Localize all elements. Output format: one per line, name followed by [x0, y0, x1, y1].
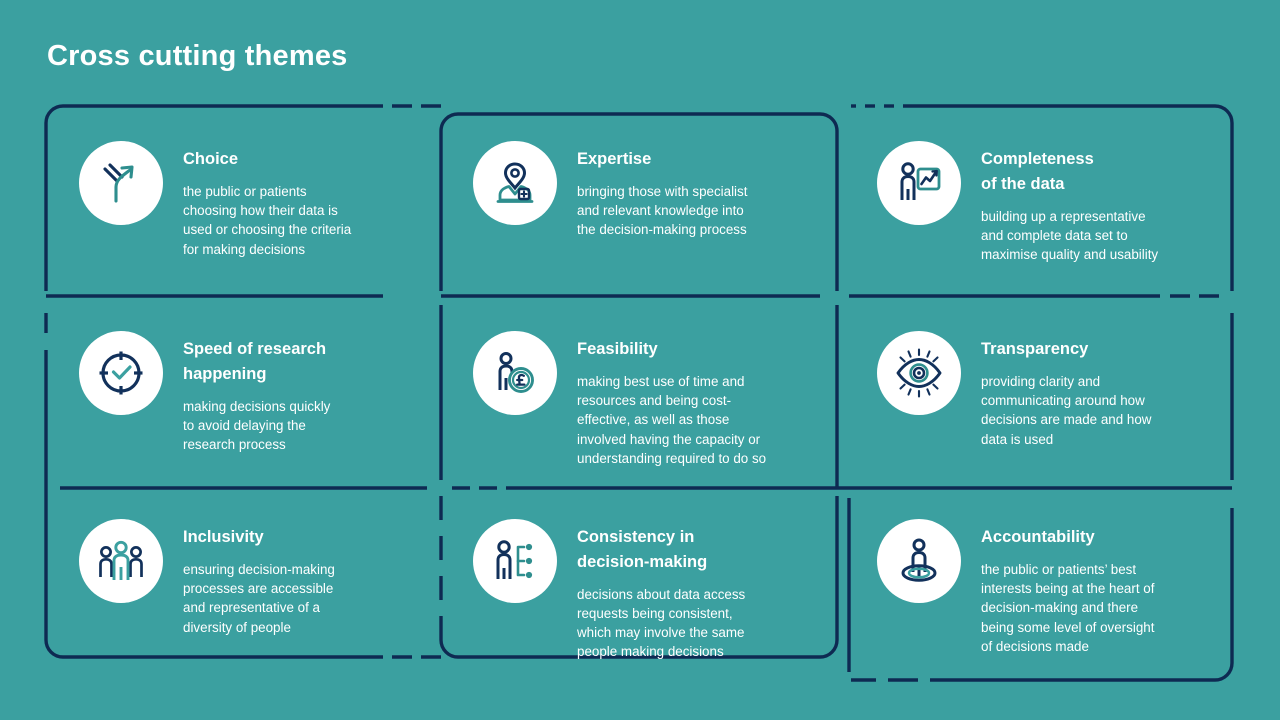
theme-cell-completeness[interactable]: Completeness of the data building up a r… [877, 141, 1207, 264]
theme-cell-accountability[interactable]: Accountability the public or patients’ b… [877, 519, 1212, 656]
theme-cell-feasibility[interactable]: Feasibility making best use of time and … [473, 331, 818, 468]
theme-text-choice: Choice the public or patients choosing h… [183, 141, 351, 259]
theme-title: Transparency [981, 340, 1089, 358]
theme-text-accountability: Accountability the public or patients’ b… [981, 519, 1154, 656]
theme-cell-choice[interactable]: Choice the public or patients choosing h… [79, 141, 409, 259]
theme-title: Accountability [981, 528, 1095, 546]
theme-description: making best use of time and resources an… [577, 373, 767, 466]
person-with-pound-coin-icon [473, 331, 557, 415]
medical-specialist-icon [473, 141, 557, 225]
theme-title: Completeness of the data [981, 150, 1094, 193]
theme-title: Expertise [577, 150, 652, 168]
theme-title: Speed of research happening [183, 340, 327, 383]
theme-text-completeness: Completeness of the data building up a r… [981, 141, 1158, 264]
person-with-chart-icon [877, 141, 961, 225]
theme-description: building up a representative and complet… [981, 208, 1159, 263]
person-on-ripples-icon [877, 519, 961, 603]
theme-text-expertise: Expertise bringing those with specialist… [577, 141, 747, 240]
theme-description: the public or patients choosing how thei… [183, 183, 352, 257]
theme-cell-speed-of-research[interactable]: Speed of research happening making decis… [79, 331, 409, 454]
page-title: Cross cutting themes [47, 40, 348, 72]
clock-icon [79, 331, 163, 415]
theme-text-feasibility: Feasibility making best use of time and … [577, 331, 766, 468]
theme-text-transparency: Transparency providing clarity and commu… [981, 331, 1151, 449]
theme-title: Consistency in decision-making [577, 528, 708, 571]
theme-title: Choice [183, 150, 239, 168]
theme-title: Inclusivity [183, 528, 264, 546]
theme-description: providing clarity and communicating arou… [981, 373, 1152, 447]
branching-arrow-icon [79, 141, 163, 225]
theme-text-consistency: Consistency in decision-making decisions… [577, 519, 745, 662]
group-of-people-icon [79, 519, 163, 603]
person-with-flowchart-icon [473, 519, 557, 603]
theme-description: bringing those with specialist and relev… [577, 183, 748, 238]
eye-icon [877, 331, 961, 415]
theme-description: ensuring decision-making processes are a… [183, 561, 335, 635]
theme-cell-expertise[interactable]: Expertise bringing those with specialist… [473, 141, 813, 240]
theme-text-speed-of-research: Speed of research happening making decis… [183, 331, 330, 454]
theme-title: Feasibility [577, 340, 658, 358]
theme-cell-inclusivity[interactable]: Inclusivity ensuring decision-making pro… [79, 519, 409, 637]
theme-text-inclusivity: Inclusivity ensuring decision-making pro… [183, 519, 335, 637]
theme-description: decisions about data access requests bei… [577, 586, 746, 660]
theme-cell-transparency[interactable]: Transparency providing clarity and commu… [877, 331, 1207, 449]
theme-description: making decisions quickly to avoid delayi… [183, 398, 331, 453]
theme-description: the public or patients’ best interests b… [981, 561, 1155, 654]
theme-cell-consistency[interactable]: Consistency in decision-making decisions… [473, 519, 813, 662]
